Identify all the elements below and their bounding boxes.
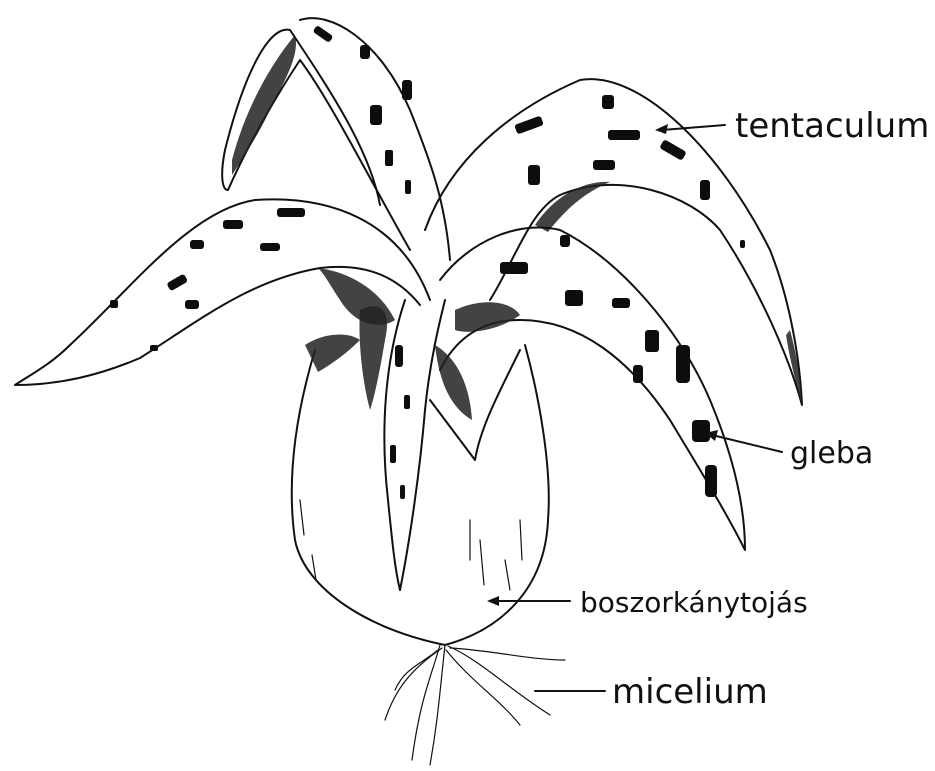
tentacle-front-center-shade [359,306,387,410]
pointer-gleba [705,430,782,452]
pointer-tentaculum [655,124,725,134]
tentacle-back-right-shade [535,182,610,232]
label-tentaculum: tentaculum [735,106,929,146]
label-gleba: gleba [790,436,873,471]
inner-flap-shade [435,345,472,420]
tentacle-right-front [440,227,745,550]
tentacle-left-inner-shade [305,335,360,372]
egg-hatching [300,500,522,590]
mycelium-roots [385,645,565,765]
label-micelium: micelium [612,672,768,712]
gleba-spots [110,25,745,499]
label-boszorkanytojas: boszorkánytojás [580,586,808,619]
tentacle-back-left-shade [232,35,296,175]
pointer-boszorkanytojas [487,596,570,606]
tentacle-right-front-shade [455,302,520,332]
